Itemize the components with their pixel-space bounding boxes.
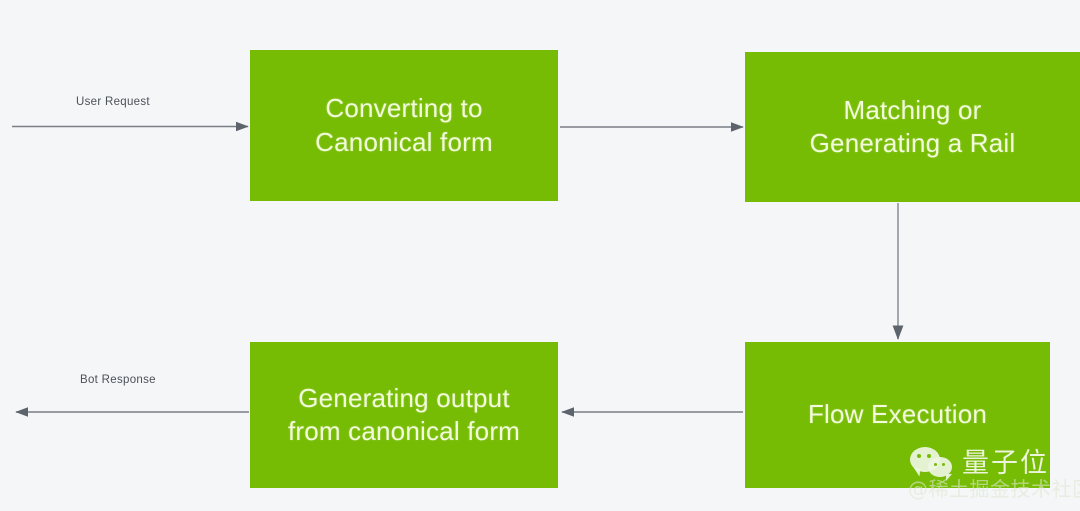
node-label: Generating output from canonical form <box>287 382 521 446</box>
node-flow-execution[interactable]: Flow Execution <box>745 342 1050 488</box>
edge-label-user-request: User Request <box>76 96 150 108</box>
node-generating-output-from-canonical-form[interactable]: Generating output from canonical form <box>250 342 558 488</box>
node-label: Matching or Generating a Rail <box>809 94 1016 158</box>
node-converting-to-canonical-form[interactable]: Converting to Canonical form <box>250 50 558 201</box>
node-matching-or-generating-a-rail[interactable]: Matching or Generating a Rail <box>745 52 1080 202</box>
edge-label-bot-response: Bot Response <box>80 374 156 386</box>
node-label: Converting to Canonical form <box>315 93 493 157</box>
node-label: Flow Execution <box>807 399 988 430</box>
